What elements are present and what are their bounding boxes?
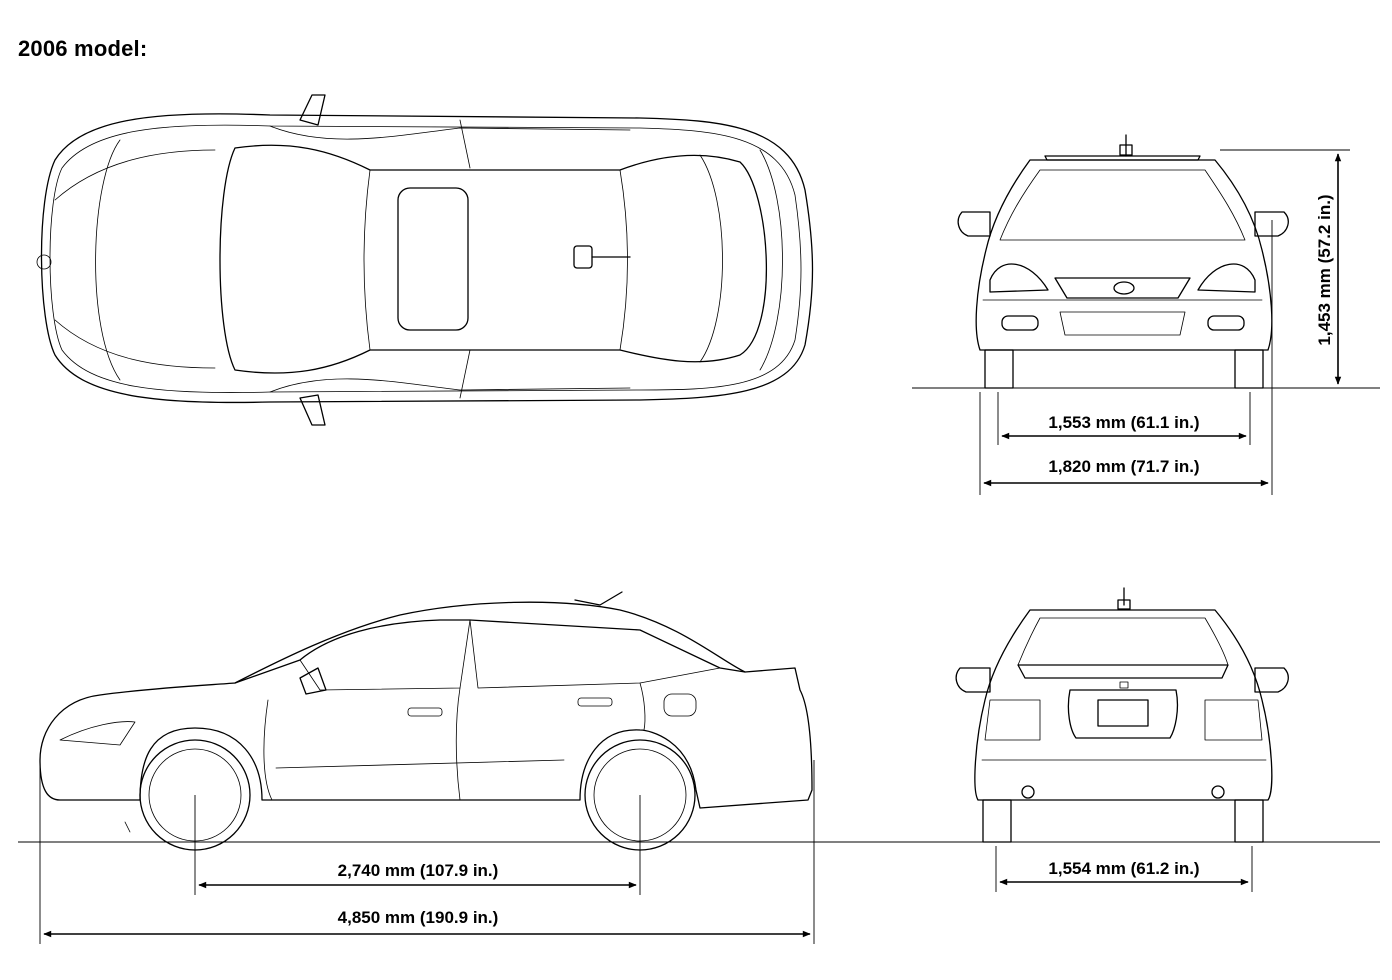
front-track-dimension: 1,553 mm (61.1 in.): [997, 392, 1251, 445]
front-view-car: [957, 134, 1289, 389]
length-dimension: 4,850 mm (190.9 in.): [39, 760, 815, 944]
side-view-car: [39, 591, 813, 851]
front-track-label: 1,553 mm (61.1 in.): [1048, 413, 1199, 432]
wheelbase-label: 2,740 mm (107.9 in.): [338, 861, 499, 880]
top-view-car: [36, 94, 814, 426]
length-label: 4,850 mm (190.9 in.): [338, 908, 499, 927]
height-dimension: 1,453 mm (57.2 in.): [1220, 149, 1350, 385]
width-label: 1,820 mm (71.7 in.): [1048, 457, 1199, 476]
rear-track-dimension: 1,554 mm (61.2 in.): [995, 846, 1253, 892]
wheelbase-dimension: 2,740 mm (107.9 in.): [194, 795, 641, 895]
rear-view-car: [955, 587, 1289, 843]
rear-track-label: 1,554 mm (61.2 in.): [1048, 859, 1199, 878]
height-label: 1,453 mm (57.2 in.): [1315, 194, 1334, 345]
width-dimension: 1,820 mm (71.7 in.): [979, 220, 1273, 495]
page-title: 2006 model:: [18, 36, 148, 61]
